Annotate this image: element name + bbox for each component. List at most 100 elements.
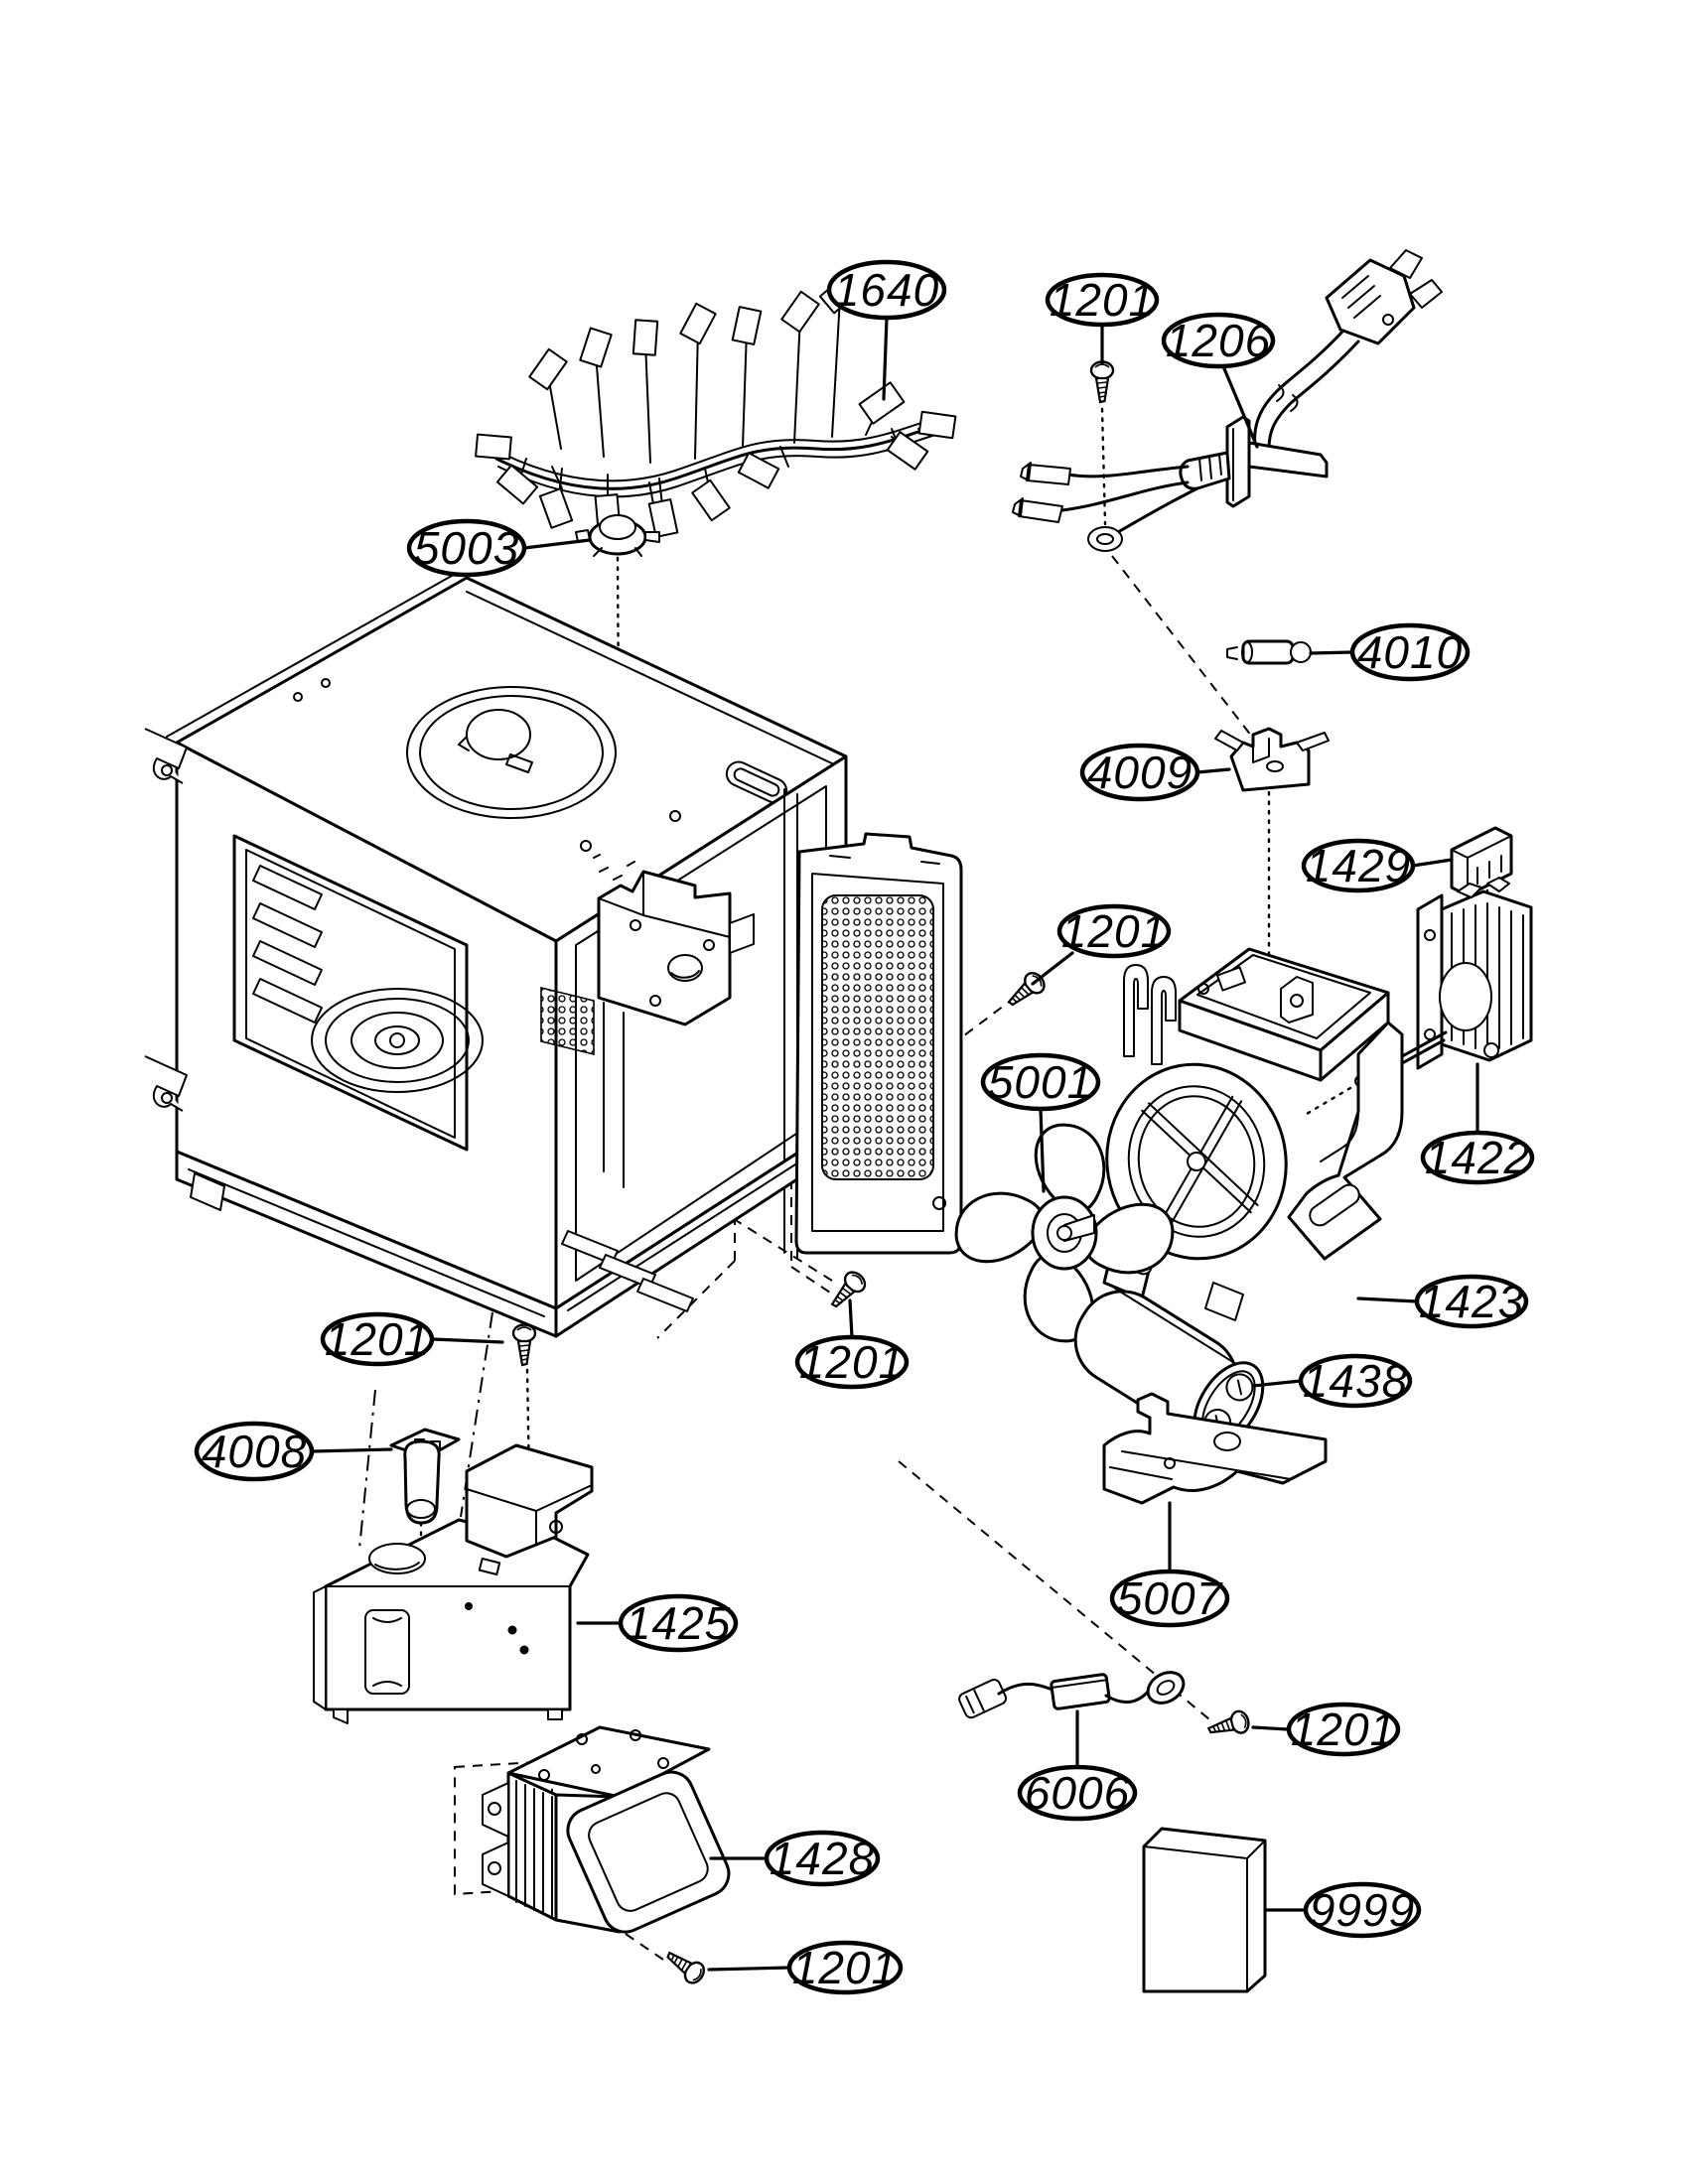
callout-5007[interactable]: 5007 [1109, 1501, 1230, 1628]
callout-bubble[interactable] [980, 1052, 1101, 1112]
callout-1423[interactable]: 1423 [1356, 1274, 1529, 1329]
callout-1640[interactable]: 1640 [826, 259, 947, 401]
callout-1201[interactable]: 1201 [320, 1311, 504, 1367]
callout-label: 1201 [1291, 1704, 1396, 1755]
stirrer-motor [458, 709, 533, 773]
callout-bubble[interactable] [786, 1940, 904, 1995]
fuse [1226, 639, 1312, 665]
capacitor-bracket [1102, 1392, 1328, 1505]
callout-label: 1423 [1419, 1276, 1524, 1327]
callout-bubble[interactable] [406, 518, 527, 578]
callout-bubble[interactable] [1420, 1130, 1535, 1185]
hv-diode [958, 1671, 1186, 1719]
callout-leader-line [1411, 858, 1454, 868]
callout-bubble[interactable] [1349, 622, 1471, 682]
callout-5001[interactable]: 5001 [980, 1052, 1101, 1193]
callout-leader-line [431, 1337, 504, 1344]
callout-1206[interactable]: 1206 [1161, 312, 1276, 449]
callout-5003[interactable]: 5003 [406, 518, 592, 578]
callout-label: 1206 [1166, 315, 1271, 366]
callout-leader-line [522, 538, 592, 550]
callout-1201[interactable]: 1201 [1031, 903, 1172, 986]
callout-leader-line [310, 1447, 393, 1453]
screw-tick-marks [593, 854, 635, 881]
screw-icon [660, 1944, 709, 1988]
perforated-back-panel [794, 832, 963, 1255]
magnetron-front [566, 1770, 731, 1934]
vent-slats [252, 865, 323, 1024]
callout-label: 5003 [414, 522, 519, 574]
cover-slot [364, 1609, 410, 1695]
callout-label: 1201 [325, 1313, 430, 1365]
callout-bubble[interactable] [1286, 1702, 1401, 1757]
callout-leader-line [1251, 1379, 1303, 1388]
callout-leader-line [848, 1298, 854, 1339]
callout-4008[interactable]: 4008 [194, 1421, 393, 1482]
callout-bubble[interactable] [1161, 312, 1276, 369]
callout-leader-line [1356, 1297, 1419, 1303]
callout-bubble[interactable] [1056, 903, 1172, 959]
fan-motor [1354, 877, 1533, 1087]
callout-label: 1201 [1061, 905, 1167, 957]
callout-1428[interactable]: 1428 [709, 1830, 881, 1887]
fan-blade [954, 1123, 1175, 1343]
callout-leader-line [1309, 650, 1354, 655]
callout-label: 1201 [1050, 274, 1155, 326]
top-slot [725, 760, 788, 804]
bottom-slots [561, 1230, 694, 1312]
callout-label: 1429 [1306, 840, 1411, 891]
callout-1201[interactable]: 1201 [1045, 272, 1160, 365]
thermostat [575, 514, 660, 557]
callout-bubble[interactable] [1414, 1274, 1529, 1329]
callout-bubble[interactable] [826, 259, 947, 321]
callout-bubble[interactable] [1045, 272, 1160, 328]
magnetron [482, 1725, 731, 1934]
cord-bracket [1179, 415, 1329, 508]
power-plug [1325, 249, 1443, 345]
callout-1201[interactable]: 1201 [794, 1298, 910, 1390]
callout-bubble[interactable] [1109, 1569, 1230, 1628]
callout-leader-line [1221, 364, 1259, 449]
callout-1438[interactable]: 1438 [1251, 1353, 1413, 1409]
callout-1425[interactable]: 1425 [576, 1593, 739, 1653]
callout-label: 1422 [1425, 1132, 1530, 1183]
callout-1429[interactable]: 1429 [1301, 838, 1454, 893]
callout-label: 1640 [834, 264, 939, 316]
callout-leader-line [882, 316, 889, 401]
callout-label: 5001 [988, 1056, 1093, 1108]
lamp-bracket [465, 1443, 594, 1559]
callout-bubble[interactable] [1017, 1764, 1138, 1822]
callout-9999[interactable]: 9999 [1265, 1881, 1422, 1939]
callout-bubble[interactable] [1298, 1353, 1413, 1409]
callout-bubble[interactable] [1079, 743, 1200, 802]
callout-label: 1438 [1303, 1355, 1408, 1407]
callout-6006[interactable]: 6006 [1017, 1709, 1138, 1822]
fuse-holder [1214, 727, 1330, 792]
callout-bubble[interactable] [1301, 838, 1416, 893]
callout-4009[interactable]: 4009 [1079, 743, 1231, 802]
callout-4010[interactable]: 4010 [1309, 622, 1471, 682]
base-foot [190, 1172, 225, 1211]
callout-bubble[interactable] [320, 1311, 435, 1367]
callout-label: 6006 [1025, 1767, 1130, 1819]
callout-label: 4009 [1087, 747, 1193, 798]
screw-icon [511, 1323, 537, 1367]
callout-1201[interactable]: 1201 [707, 1940, 904, 1995]
platform-bracket [1280, 976, 1314, 1024]
interior-vent-patch [540, 986, 595, 1056]
callout-leader-line [1195, 767, 1231, 774]
callout-leader-line [1039, 1107, 1046, 1193]
callout-bubble[interactable] [1303, 1881, 1422, 1939]
magnetron-fins [515, 1780, 553, 1919]
callout-1201[interactable]: 1201 [1251, 1702, 1401, 1757]
callout-bubble[interactable] [618, 1593, 739, 1653]
callout-label: 1201 [792, 1942, 898, 1993]
callout-bubble[interactable] [194, 1421, 315, 1482]
callout-bubble[interactable] [794, 1334, 910, 1390]
callout-bubble[interactable] [764, 1830, 881, 1887]
callout-label: 1201 [799, 1336, 905, 1388]
oven-lamp [389, 1428, 461, 1525]
callout-label: 1428 [770, 1833, 875, 1884]
callout-1422[interactable]: 1422 [1420, 1062, 1535, 1185]
